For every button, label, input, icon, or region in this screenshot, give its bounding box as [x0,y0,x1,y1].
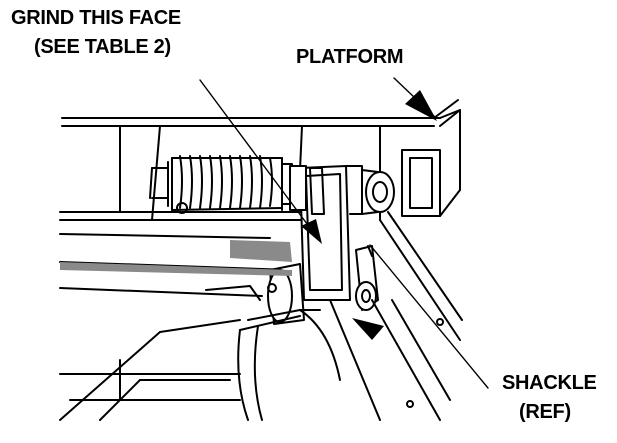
angled-members [329,211,463,421]
roller-cylinder [205,263,341,421]
arrowheads [301,90,437,340]
bracket-plates [299,165,363,301]
shaded-faces [60,240,292,276]
frame-rails [59,211,303,401]
coil-spring [167,155,293,211]
grind-face-label-line2: (SEE TABLE 2) [34,36,171,58]
upper-pivots [289,165,395,215]
platform-arrowhead [405,90,437,121]
platform-label: PLATFORM [296,46,404,68]
spring-rod [149,167,188,214]
shackle-label-line1: SHACKLE [502,372,597,394]
shackle-label-line2: (REF) [519,401,571,423]
grind-face-arrowhead [301,219,322,244]
shackle-arrowhead [352,318,384,340]
shackle-link [355,245,379,311]
grind-face-label-line1: GRIND THIS FACE [11,7,181,29]
lower-frame [59,319,241,421]
